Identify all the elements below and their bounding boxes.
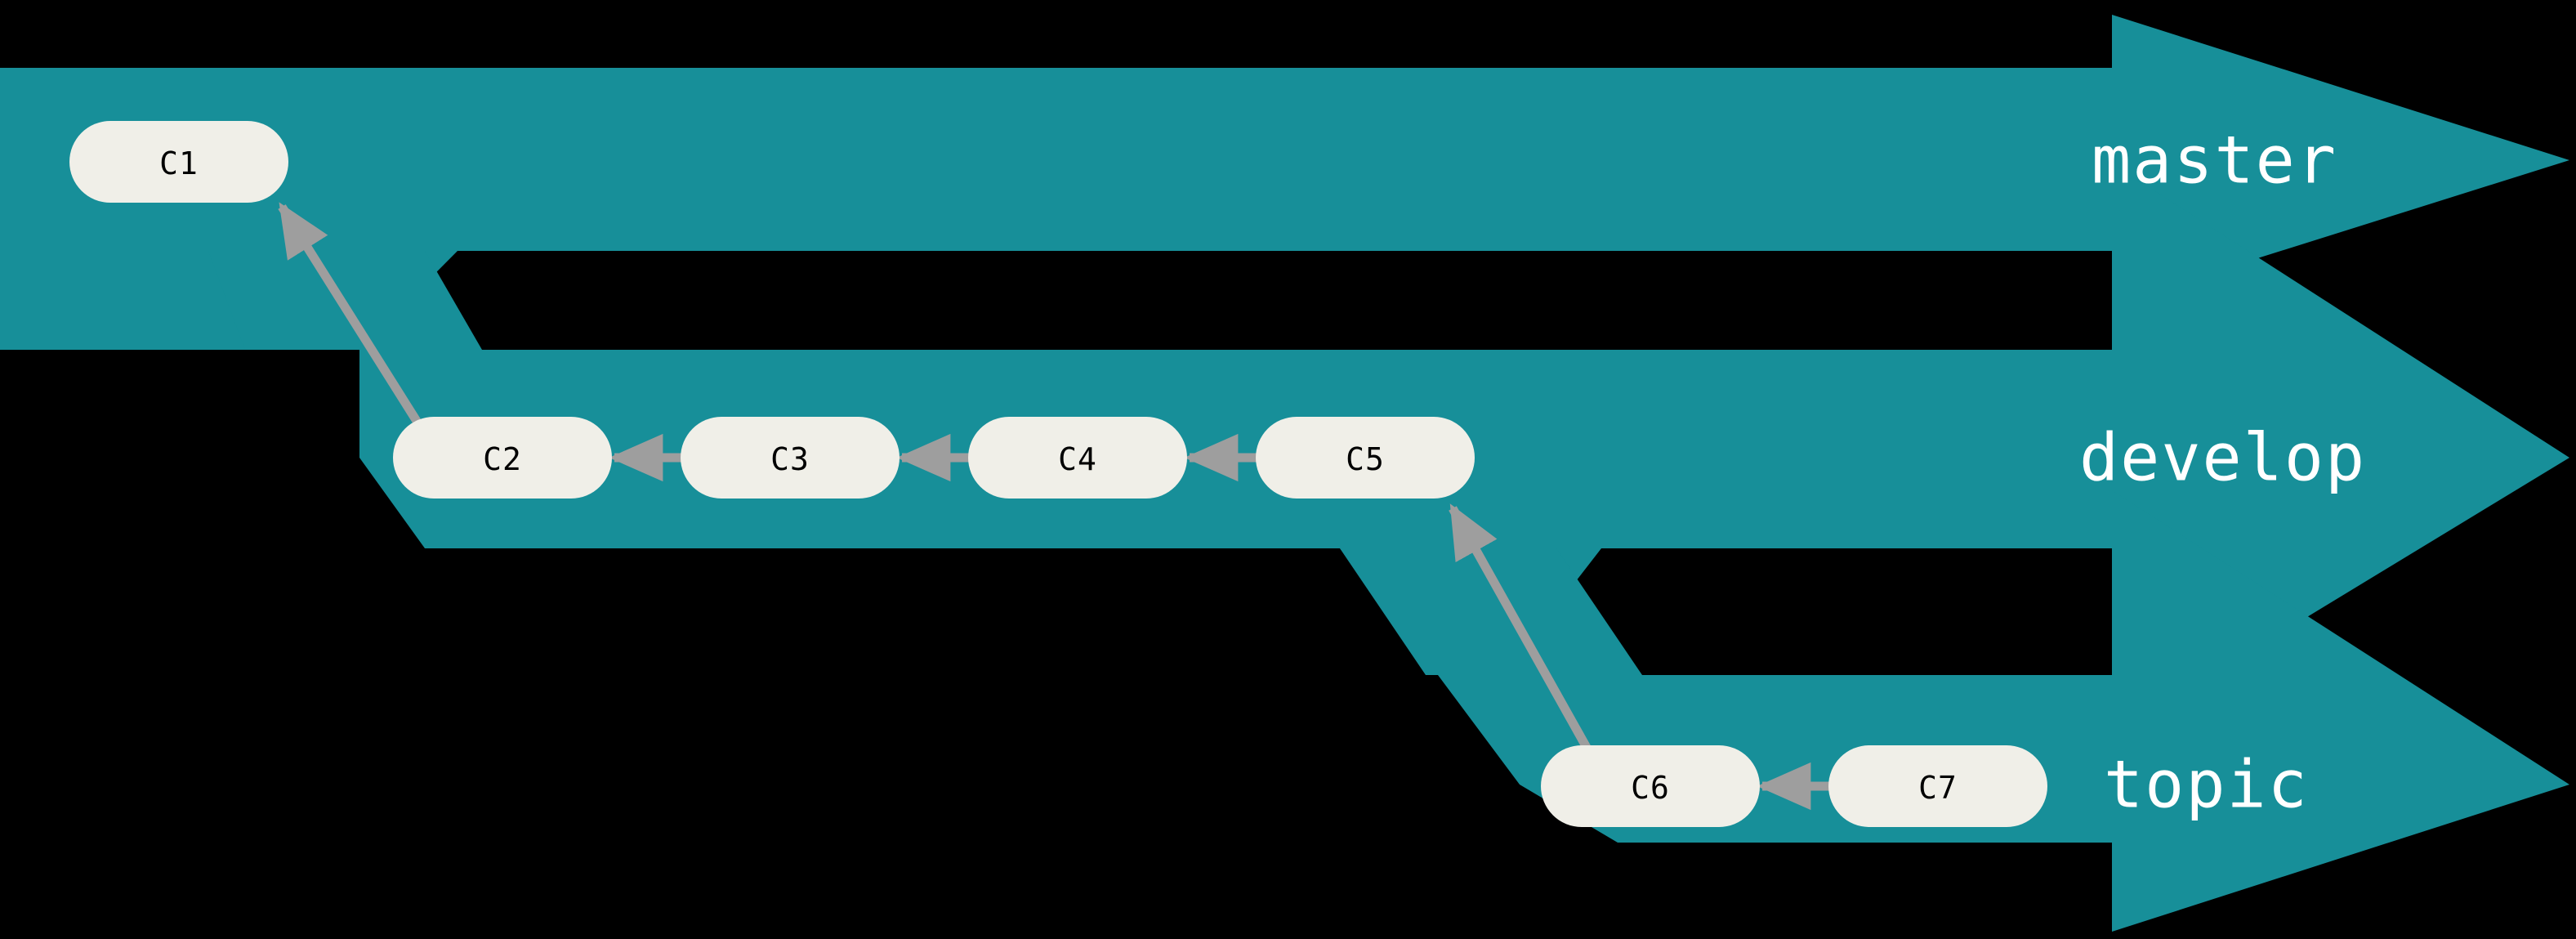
commit-box-c4[interactable] — [968, 417, 1187, 499]
commit-box-c3[interactable] — [681, 417, 900, 499]
commit-node-c1[interactable]: C1 — [69, 121, 288, 203]
commit-box-c6[interactable] — [1541, 745, 1760, 827]
commit-node-c5[interactable]: C5 — [1256, 417, 1475, 499]
branch-label-topic: topic — [2104, 747, 2309, 823]
commit-label-c5: C5 — [1346, 441, 1385, 477]
branch-label-master: master — [2092, 123, 2337, 199]
commit-label-c6: C6 — [1631, 770, 1670, 806]
commit-node-c2[interactable]: C2 — [393, 417, 612, 499]
commit-node-c4[interactable]: C4 — [968, 417, 1187, 499]
commit-nodes: C1 C2 C3 C4 C5 C6 — [69, 121, 2047, 827]
commit-label-c2: C2 — [483, 441, 522, 477]
commit-box-c7[interactable] — [1828, 745, 2047, 827]
commit-label-c3: C3 — [770, 441, 810, 477]
commit-box-c1[interactable] — [69, 121, 288, 203]
commit-box-c5[interactable] — [1256, 417, 1475, 499]
commit-node-c3[interactable]: C3 — [681, 417, 900, 499]
connector-develop-topic — [1340, 548, 1642, 675]
commit-label-c4: C4 — [1058, 441, 1097, 477]
branch-labels: master develop topic — [2079, 123, 2366, 823]
edge-c2-to-c1 — [278, 202, 423, 427]
branch-label-develop: develop — [2079, 420, 2366, 496]
commit-edges — [278, 202, 1833, 811]
edge-c6-to-c5 — [1449, 503, 1593, 754]
commit-node-c6[interactable]: C6 — [1541, 745, 1760, 827]
lane-master — [0, 15, 2569, 350]
commit-node-c7[interactable]: C7 — [1828, 745, 2047, 827]
commit-label-c1: C1 — [159, 145, 199, 181]
commit-box-c2[interactable] — [393, 417, 612, 499]
commit-label-c7: C7 — [1918, 770, 1958, 806]
